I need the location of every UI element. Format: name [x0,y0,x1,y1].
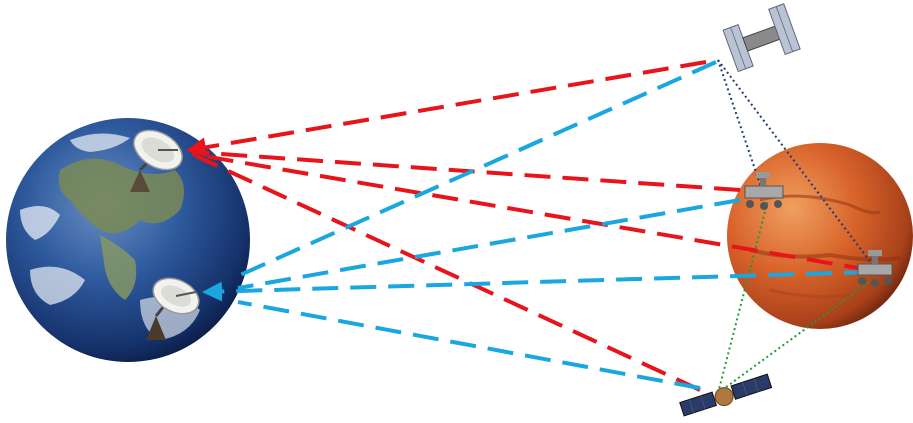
satellite-icon-bottom [679,373,772,419]
link-red-orbiter-bottom [196,156,700,390]
link-red-orbiter-top [190,62,706,150]
satellite-icon-top [722,4,800,72]
link-blue-orbiter-top [238,62,716,276]
earth-globe [6,118,250,362]
link-blue-orbiter-bottom [238,302,700,388]
link-red-rover-upper [192,152,740,190]
link-orbiter-top-rover-upper [718,60,762,190]
